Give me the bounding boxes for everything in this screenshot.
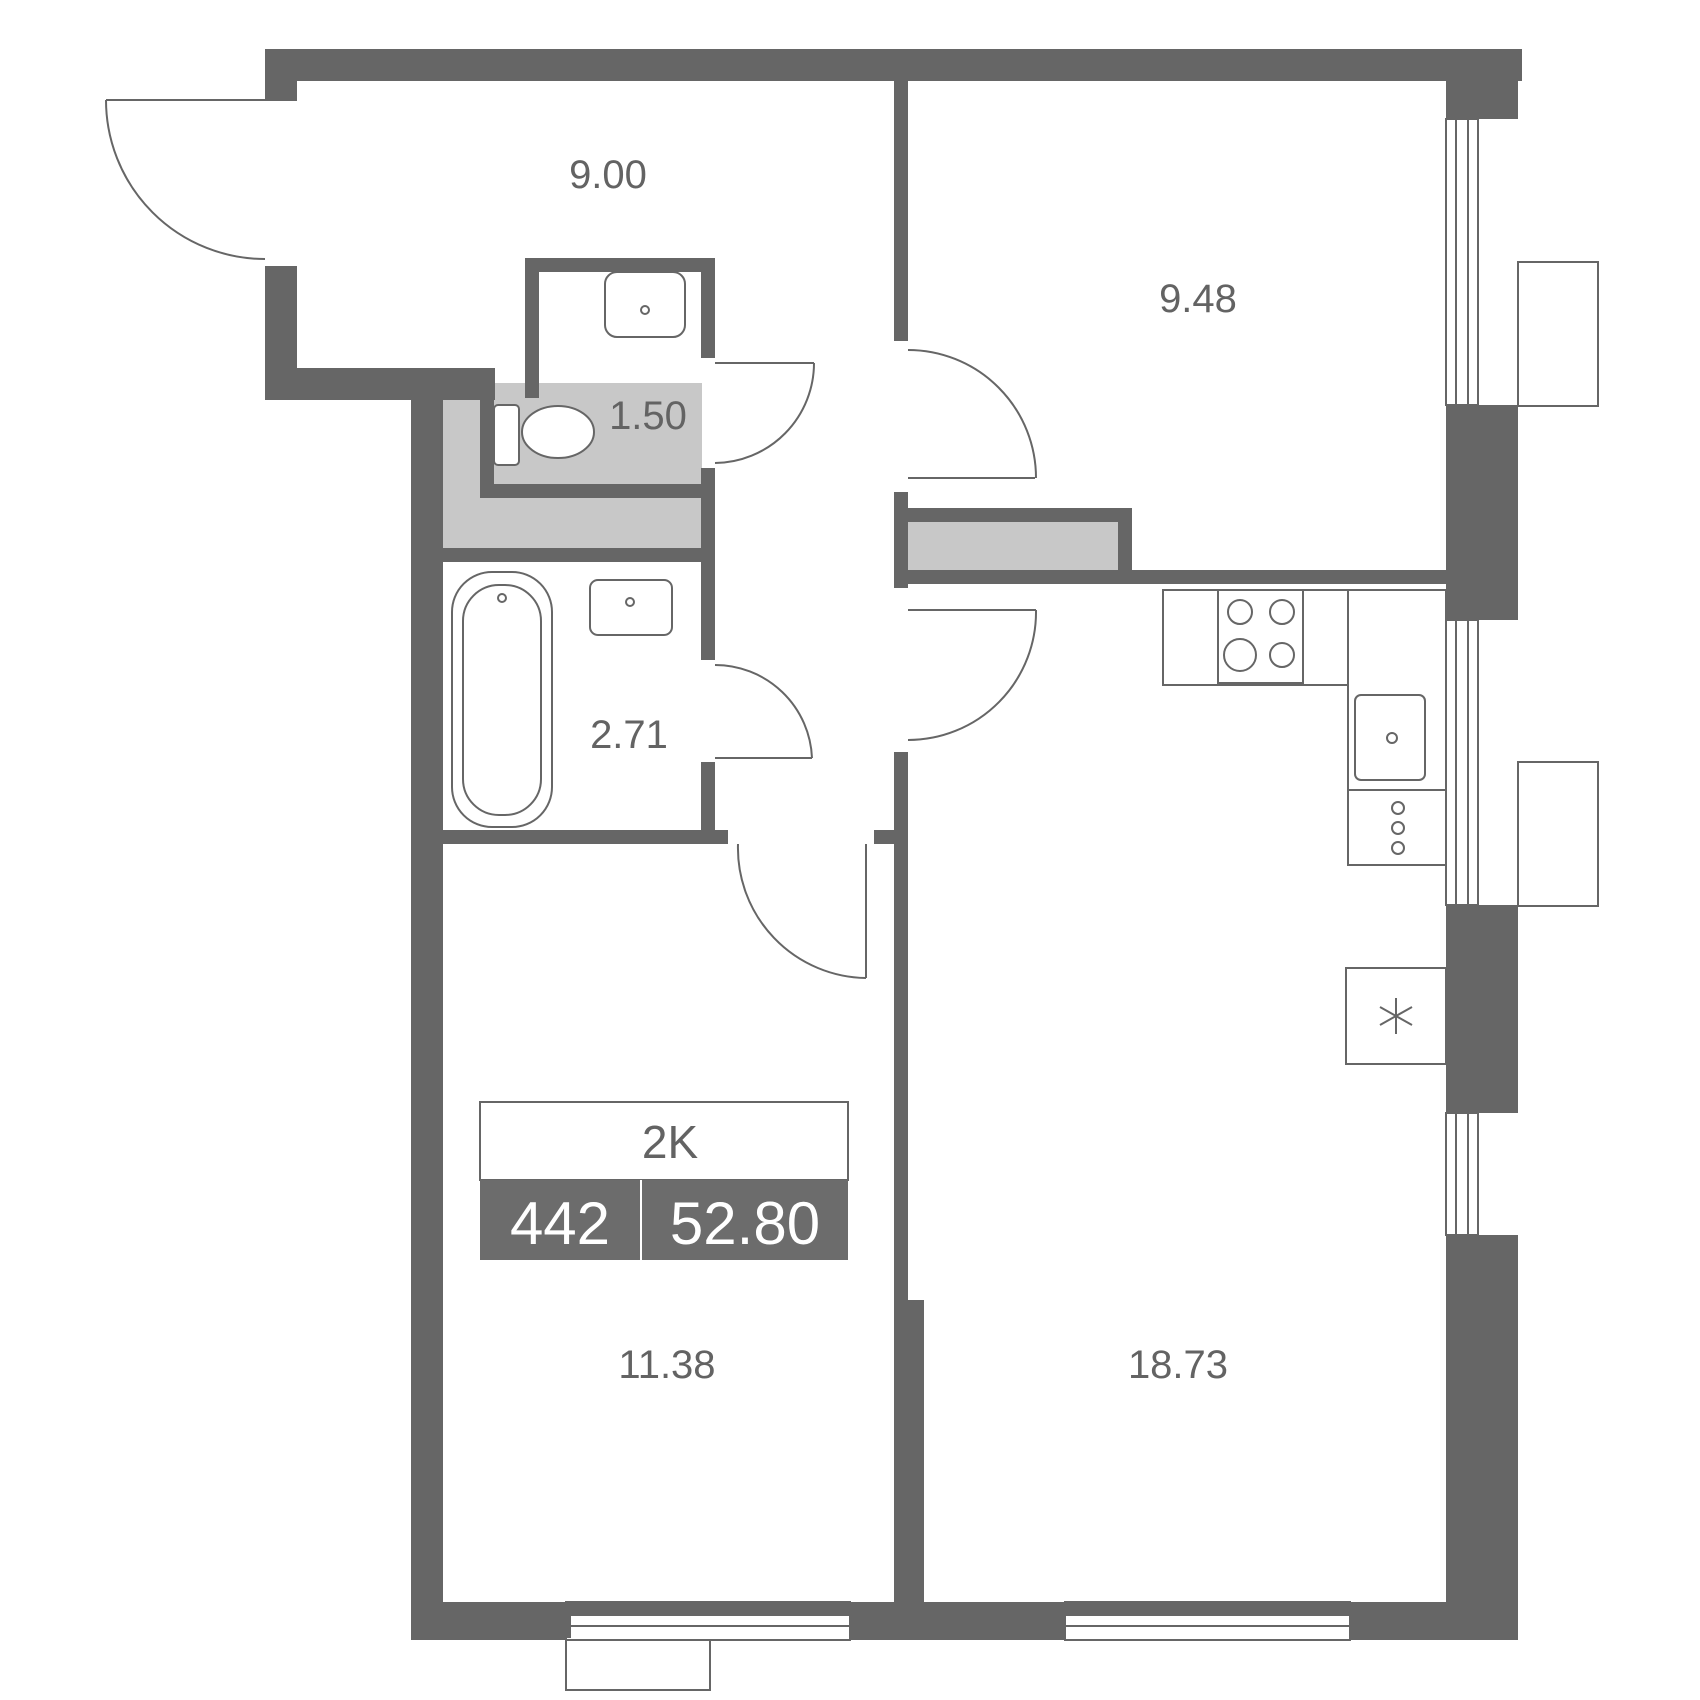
room-area-room: 11.38 bbox=[618, 1343, 715, 1387]
door-swing-icon bbox=[714, 663, 813, 759]
dishwasher-icon bbox=[1347, 789, 1447, 866]
window-icon bbox=[1445, 118, 1599, 407]
door-swing-icon bbox=[736, 843, 867, 979]
apartment-type: 2K bbox=[642, 1116, 699, 1168]
apartment-badge: 2K 442 52.80 bbox=[479, 1101, 849, 1260]
room-area-bedroom: 9.48 bbox=[1159, 277, 1237, 321]
room-area-wc: 1.50 bbox=[609, 394, 687, 438]
bathtub-icon bbox=[451, 571, 553, 828]
walls bbox=[265, 49, 1522, 1640]
room-area-hall: 9.00 bbox=[569, 153, 647, 197]
door-swing-icon bbox=[907, 609, 1038, 741]
room-labels: 9.00 9.48 1.50 2.71 11.38 18.73 bbox=[569, 153, 1237, 1387]
sink-icon bbox=[1347, 589, 1447, 791]
toilet-icon bbox=[493, 404, 595, 466]
stove-icon bbox=[1162, 589, 1349, 686]
fridge-icon bbox=[1345, 967, 1447, 1065]
fixtures bbox=[451, 271, 1447, 1065]
window-icon bbox=[1445, 1112, 1479, 1236]
window-icon bbox=[1445, 619, 1599, 907]
sink-icon bbox=[589, 579, 673, 636]
room-area-kitchen-living: 18.73 bbox=[1128, 1343, 1228, 1387]
room-area-bathroom: 2.71 bbox=[590, 713, 668, 757]
apartment-number: 442 bbox=[510, 1190, 610, 1257]
door-swing-icon bbox=[907, 349, 1037, 479]
sink-icon bbox=[604, 271, 686, 338]
apartment-total-area: 52.80 bbox=[670, 1190, 820, 1257]
door-swing-icon bbox=[714, 362, 815, 464]
door-swing-icon bbox=[105, 99, 266, 260]
window-icon bbox=[1064, 1601, 1351, 1641]
doors bbox=[105, 99, 1038, 979]
windows bbox=[565, 118, 1599, 1691]
window-icon bbox=[565, 1601, 851, 1691]
